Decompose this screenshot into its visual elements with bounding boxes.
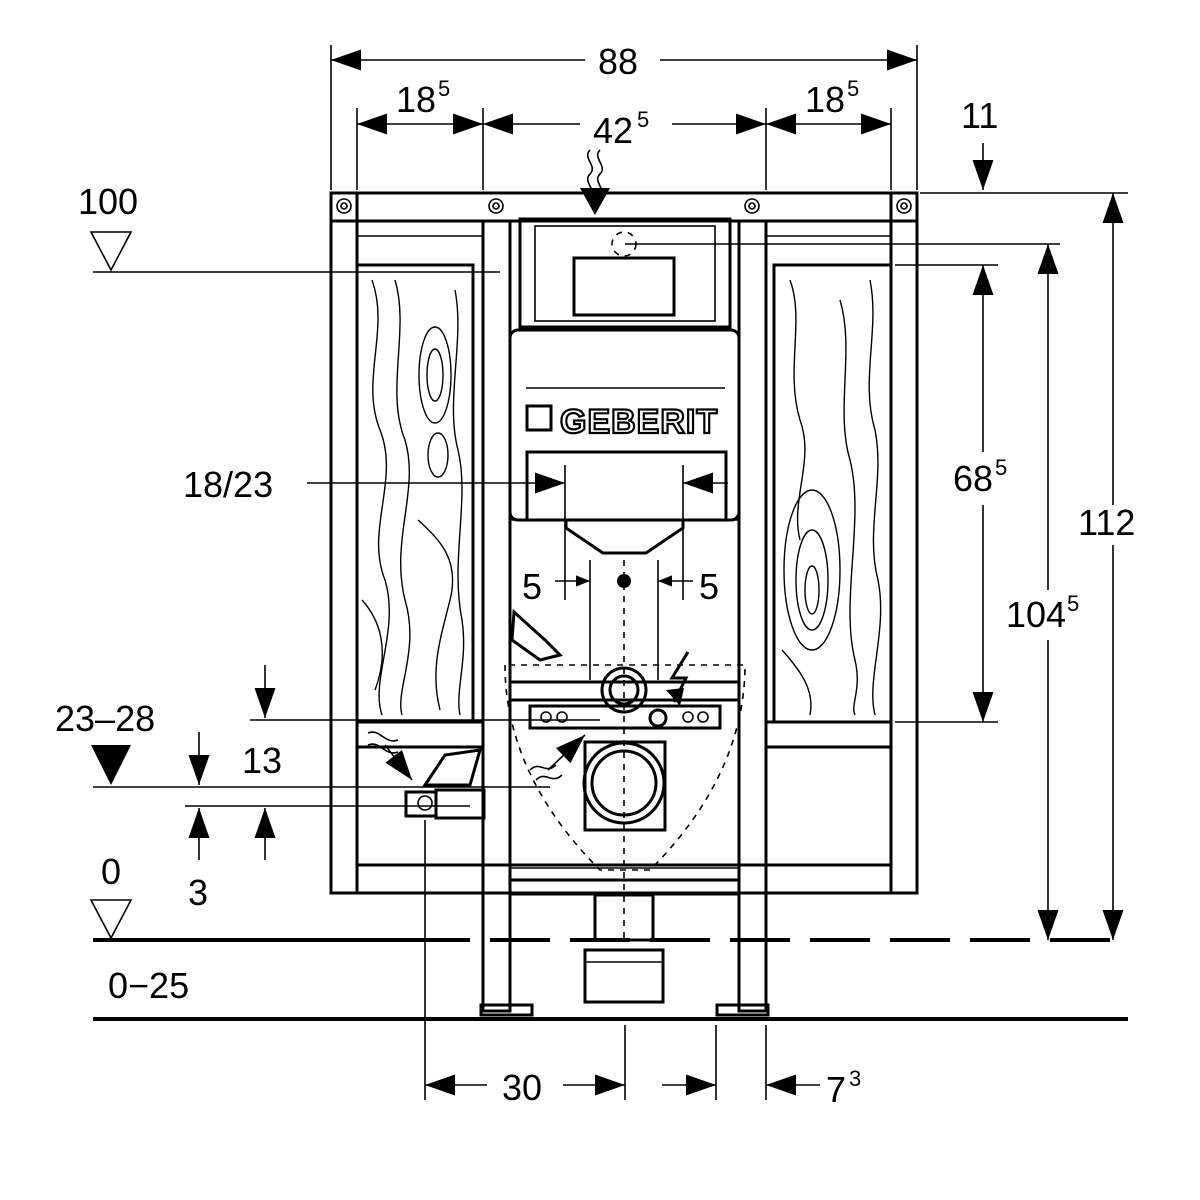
label-supply-distance: 30 [502,1067,542,1108]
label-top-offset: 11 [961,95,998,136]
label-height-to-drain-sup: 5 [1067,591,1079,616]
label-supply-offset: 3 [188,872,208,913]
label-level-floor: 0 [101,851,121,892]
dimension-lines [188,45,1128,1100]
mounting-bracket [508,608,741,730]
label-right-panel-width-sup: 5 [847,76,859,101]
label-gap-right: 5 [699,566,719,607]
electric-supply-icon [666,651,690,706]
label-foot-offset-sup: 3 [849,1066,861,1091]
frame-screws [336,198,912,214]
flush-pipe [600,666,668,728]
label-flush-height: 23–28 [55,698,155,739]
water-supply-connection [404,748,486,820]
label-total-height: 112 [1078,502,1135,543]
right-wood-panel [772,263,893,724]
floor-lines [93,938,1128,1021]
label-actuator: 18/23 [183,464,273,505]
dimension-labels: 88 18 5 42 5 18 5 11 112 104 5 68 5 18/2… [55,41,1135,1110]
left-wood-panel [355,263,475,724]
label-center-width: 42 [593,110,633,151]
level-marker-icon [89,231,600,940]
label-total-width: 88 [598,41,638,82]
inner-uprights [479,219,770,1017]
label-left-panel-width-sup: 5 [438,76,450,101]
cistern [508,328,741,555]
label-water-offset: 13 [242,740,282,781]
label-gap-left: 5 [522,566,542,607]
label-panel-height: 68 [953,458,993,499]
label-foot-offset: 7 [826,1069,846,1110]
label-left-panel-width: 18 [396,79,436,120]
label-level-top: 100 [78,181,138,222]
label-center-width-sup: 5 [637,107,649,132]
drain-pipe [582,740,667,1004]
label-right-panel-width: 18 [805,79,845,120]
label-panel-height-sup: 5 [995,455,1007,480]
label-floor-build-up: 0−25 [108,965,189,1006]
label-height-to-drain: 104 [1006,594,1066,635]
brand-logo: GEBERIT [560,403,718,441]
water-supply-icon [367,149,610,781]
actuator-plate [518,217,732,329]
